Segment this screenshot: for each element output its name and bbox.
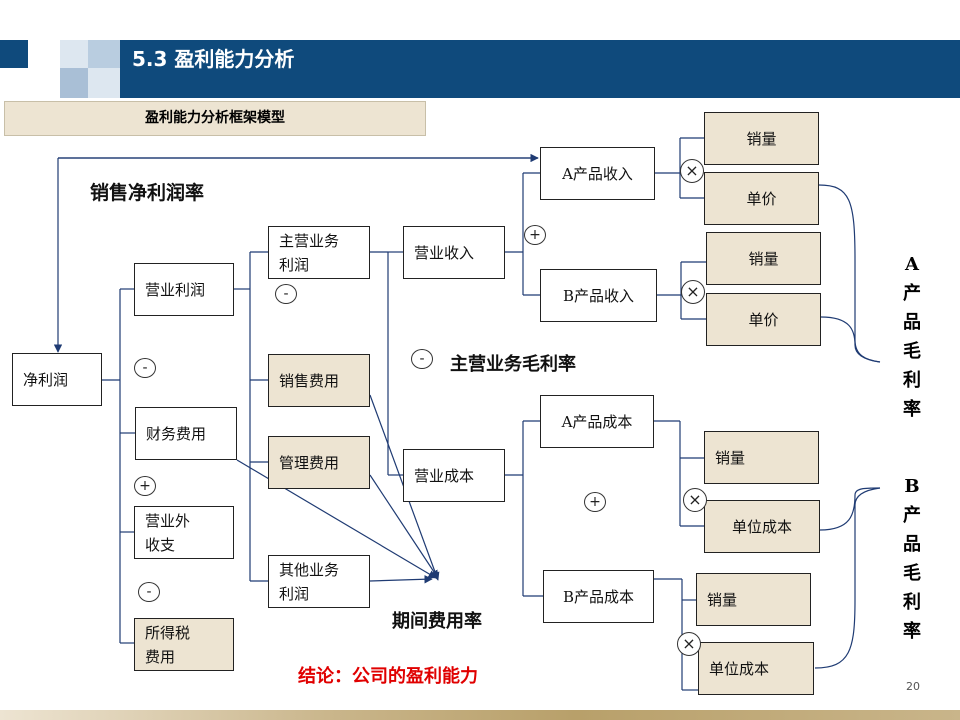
label-char: 产 (903, 283, 921, 304)
header-bar (120, 40, 960, 98)
plus-symbol: + (524, 225, 546, 245)
b-cost-volume-box: 销量 (696, 573, 811, 626)
minus-symbol: - (411, 349, 433, 369)
a-rev-price-box: 单价 (704, 172, 819, 225)
b-gross-margin-label: B 产 品 毛 利 率 (900, 472, 924, 646)
admin-expense-box: 管理费用 (268, 436, 370, 489)
label-char: 利 (903, 592, 921, 613)
b-cost-unit-box: 单位成本 (698, 642, 814, 695)
a-revenue-box: A产品收入 (540, 147, 655, 200)
b-rev-volume-box: 销量 (706, 232, 821, 285)
minus-symbol: - (275, 284, 297, 304)
label-char: 毛 (903, 341, 921, 362)
plus-symbol: + (134, 476, 156, 496)
multiply-symbol: × (680, 159, 704, 183)
operating-profit-box: 营业利润 (134, 263, 234, 316)
header-accent-square (0, 40, 28, 68)
a-cost-box: A产品成本 (540, 395, 654, 448)
period-expense-ratio-label: 期间费用率 (392, 611, 482, 632)
framework-subtitle: 盈利能力分析框架模型 (4, 101, 426, 136)
operating-revenue-box: 营业收入 (403, 226, 505, 279)
b-revenue-box: B产品收入 (540, 269, 657, 322)
financial-expense-box: 财务费用 (135, 407, 237, 460)
other-business-profit-box: 其他业务 利润 (268, 555, 370, 608)
label-char: 品 (903, 534, 921, 555)
b-rev-price-box: 单价 (706, 293, 821, 346)
conclusion-text: 结论：公司的盈利能力 (298, 666, 478, 687)
main-gross-margin-label: 主营业务毛利率 (450, 354, 576, 375)
header-accent-square (88, 40, 120, 68)
non-operating-box: 营业外 收支 (134, 506, 234, 559)
a-cost-unit-box: 单位成本 (704, 500, 820, 553)
income-tax-box: 所得税 费用 (134, 618, 234, 671)
b-cost-box: B产品成本 (543, 570, 654, 623)
net-margin-label: 销售净利润率 (90, 182, 205, 204)
selling-expense-box: 销售费用 (268, 354, 370, 407)
multiply-symbol: × (677, 632, 701, 656)
a-cost-volume-box: 销量 (704, 431, 819, 484)
label-char: B (904, 476, 920, 497)
main-business-profit-box: 主营业务 利润 (268, 226, 370, 279)
label-char: 率 (903, 621, 921, 642)
label-char: 利 (903, 370, 921, 391)
a-gross-margin-label: A 产 品 毛 利 率 (900, 250, 924, 424)
net-profit-box: 净利润 (12, 353, 102, 406)
footer-bar (0, 710, 960, 720)
label-char: 率 (903, 399, 921, 420)
header-accent-square (60, 68, 88, 98)
label-char: 品 (903, 312, 921, 333)
plus-symbol: + (584, 492, 606, 512)
multiply-symbol: × (681, 280, 705, 304)
operating-cost-box: 营业成本 (403, 449, 505, 502)
label-char: A (905, 254, 919, 275)
multiply-symbol: × (683, 488, 707, 512)
label-char: 毛 (903, 563, 921, 584)
page-number: 20 (906, 680, 920, 693)
minus-symbol: - (134, 358, 156, 378)
minus-symbol: - (138, 582, 160, 602)
a-rev-volume-box: 销量 (704, 112, 819, 165)
label-char: 产 (903, 505, 921, 526)
slide-title: 5.3 盈利能力分析 (132, 47, 295, 71)
